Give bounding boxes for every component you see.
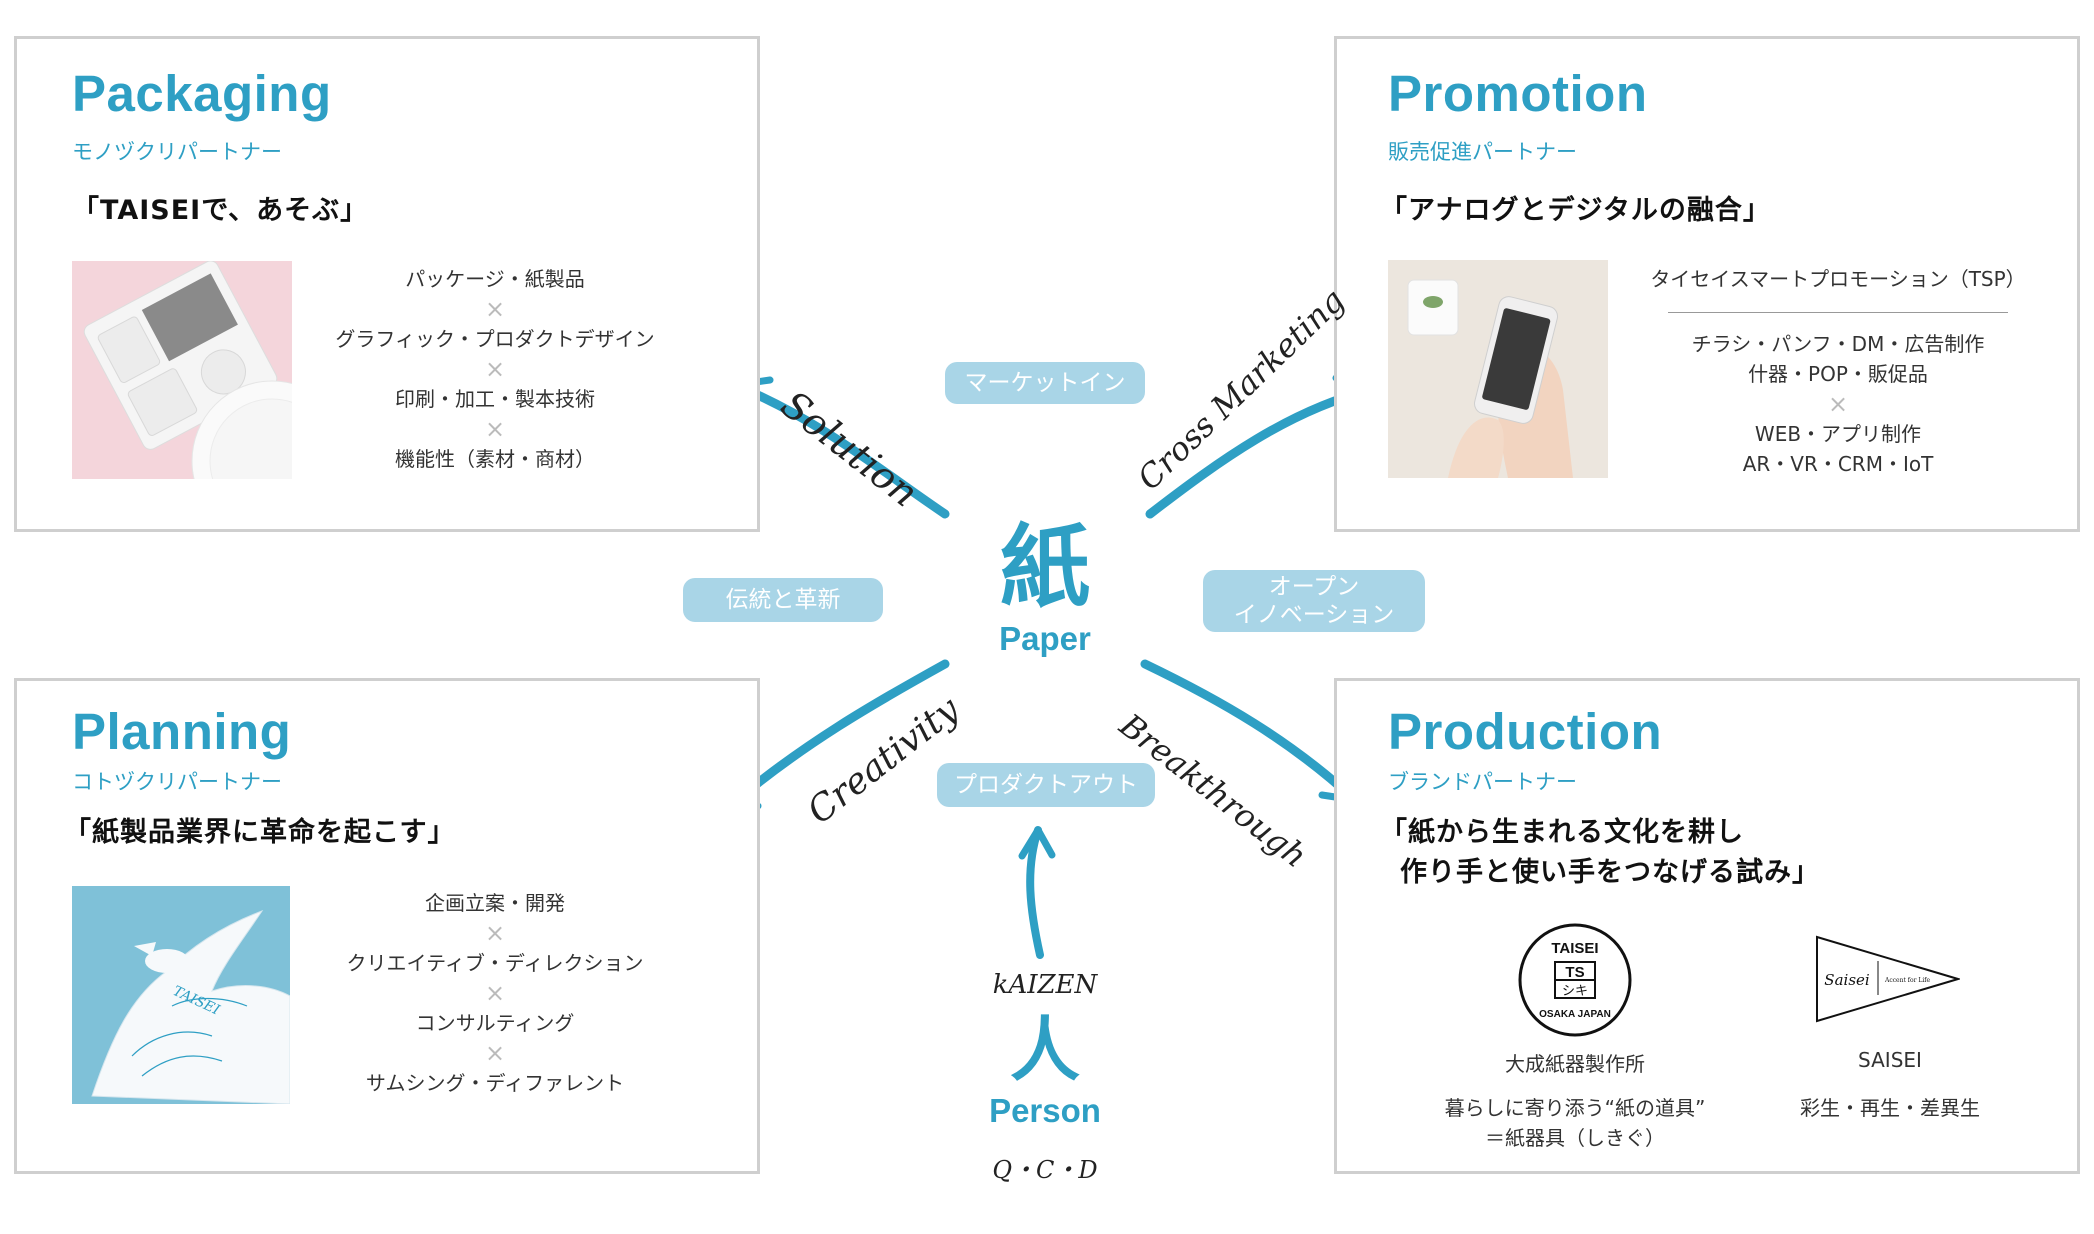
saisei-logo: Saisei Accent for Life	[1816, 935, 1960, 1023]
planning-item: サムシング・ディファレント	[365, 1071, 625, 1095]
promotion-subtitle: 販売促進パートナー	[1388, 140, 1577, 164]
packaging-list: パッケージ・紙製品 × グラフィック・プロダクトデザイン × 印刷・加工・製本技…	[320, 264, 670, 474]
cross-icon: ×	[1827, 390, 1849, 418]
production-tagline-1: 「紙から生まれる文化を耕し	[1380, 817, 1744, 848]
packaging-item: 印刷・加工・製本技術	[395, 387, 595, 411]
saisei-logo-text: Saisei	[1824, 971, 1870, 989]
pill-product-out: プロダクトアウト	[937, 763, 1155, 807]
promotion-title: Promotion	[1388, 65, 1648, 122]
production-tagline-2: 作り手と使い手をつなげる試み」	[1400, 857, 1820, 888]
production-title: Production	[1388, 703, 1663, 760]
pill-open-line-1: オープン	[1268, 574, 1360, 600]
arrow-kaizen	[1026, 826, 1044, 959]
divider	[1668, 312, 2008, 313]
pill-tradition: 伝統と革新	[683, 578, 883, 622]
arrow-breakthrough	[1140, 659, 1360, 805]
label-qcd: Q・C・D	[992, 1156, 1098, 1184]
brand2-name: SAISEI	[1858, 1048, 1922, 1072]
cross-icon: ×	[484, 1039, 506, 1067]
promotion-photo	[1388, 260, 1608, 478]
planning-item: クリエイティブ・ディレクション	[346, 951, 644, 975]
cross-icon: ×	[484, 355, 506, 383]
center-kanji-paper: 紙	[1000, 515, 1090, 620]
brand1-desc-1: 暮らしに寄り添う“紙の道具”	[1444, 1096, 1706, 1120]
brand2-desc: 彩生・再生・差異生	[1800, 1096, 1980, 1120]
planning-item: コンサルティング	[415, 1011, 575, 1035]
pill-open-line-2: イノベーション	[1233, 602, 1395, 628]
planning-item: 企画立案・開発	[425, 891, 565, 915]
pill-market-in: マーケットイン	[945, 362, 1145, 404]
center-kanji-person: 人	[1010, 1009, 1080, 1091]
planning-title: Planning	[72, 703, 292, 760]
promotion-tagline: 「アナログとデジタルの融合」	[1380, 195, 1771, 226]
promotion-item: WEB・アプリ制作	[1754, 422, 1922, 446]
cross-icon: ×	[484, 919, 506, 947]
planning-list: 企画立案・開発 × クリエイティブ・ディレクション × コンサルティング × サ…	[320, 888, 670, 1098]
label-kaizen: kAIZEN	[992, 970, 1098, 1000]
packaging-item: パッケージ・紙製品	[405, 267, 585, 291]
taisei-logo: TAISEI TS シキ OSAKA JAPAN	[1518, 923, 1632, 1037]
production-panel	[1334, 678, 2080, 1174]
brand1-name: 大成紙器製作所	[1505, 1052, 1645, 1076]
packaging-title: Packaging	[72, 65, 332, 122]
cross-icon: ×	[484, 979, 506, 1007]
cross-icon: ×	[484, 295, 506, 323]
brand1-desc-2: ＝紙器具（しきぐ）	[1485, 1126, 1665, 1150]
packaging-photo	[72, 261, 292, 479]
packaging-subtitle: モノヅクリパートナー	[72, 140, 282, 164]
planning-subtitle: コトヅクリパートナー	[72, 770, 282, 794]
taisei-logo-mid: TS	[1565, 964, 1584, 981]
arrow-solution	[730, 380, 950, 519]
center-label-person: Person	[989, 1092, 1101, 1129]
planning-tagline: 「紙製品業界に革命を起こす」	[64, 817, 456, 848]
promotion-list: タイセイスマートプロモーション（TSP） チラシ・パンフ・DM・広告制作 什器・…	[1648, 264, 2028, 479]
packaging-item: 機能性（素材・商材）	[395, 447, 595, 471]
promotion-item: 什器・POP・販促品	[1748, 362, 1928, 386]
pill-open-innovation: オープン イノベーション	[1203, 570, 1425, 632]
cross-icon: ×	[484, 415, 506, 443]
taisei-logo-top: TAISEI	[1551, 940, 1598, 957]
taisei-logo-sub: シキ	[1562, 984, 1588, 999]
packaging-tagline: 「TAISEIで、あそぶ」	[72, 195, 369, 226]
promotion-item: AR・VR・CRM・IoT	[1742, 452, 1934, 476]
packaging-item: グラフィック・プロダクトデザイン	[335, 327, 655, 351]
promotion-header: タイセイスマートプロモーション（TSP）	[1650, 267, 2026, 291]
center-label-paper: Paper	[999, 620, 1091, 657]
taisei-logo-bottom: OSAKA JAPAN	[1539, 1009, 1611, 1020]
production-subtitle: ブランドパートナー	[1388, 770, 1577, 794]
promotion-item: チラシ・パンフ・DM・広告制作	[1691, 332, 1985, 356]
saisei-logo-sub: Accent for Life	[1884, 977, 1931, 984]
planning-photo: TAISEI	[72, 886, 290, 1104]
